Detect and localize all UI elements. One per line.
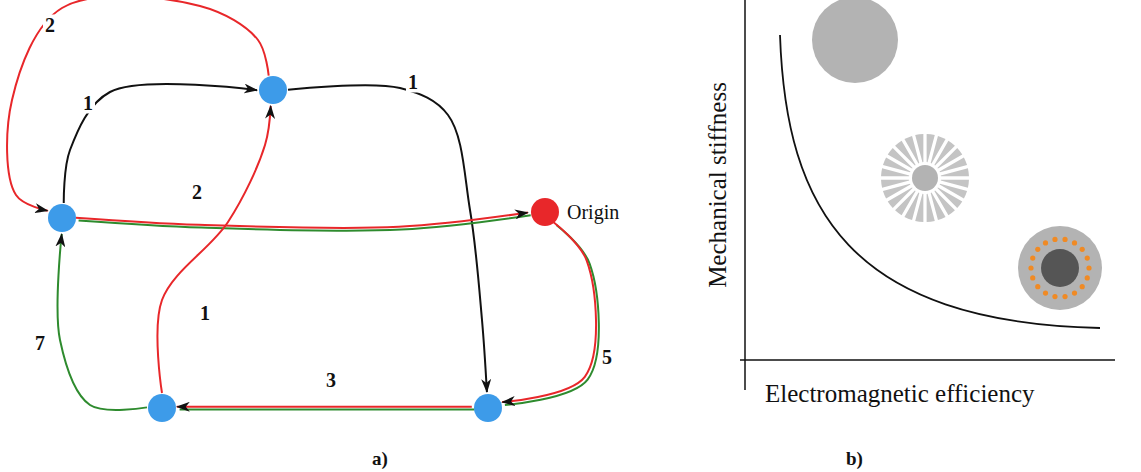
solid-rotor-icon — [812, 0, 898, 83]
rotor-slot — [927, 194, 935, 222]
edge-stroke — [180, 409, 475, 411]
graph-edge — [7, 0, 269, 211]
magnet-dot — [1030, 255, 1035, 260]
magnet-dot — [1035, 284, 1040, 289]
edge-weight: 2 — [43, 15, 57, 36]
magnet-dot — [1080, 284, 1085, 289]
magnet-dot — [1085, 255, 1090, 260]
edge-stroke — [177, 406, 472, 408]
edge-weight: 5 — [600, 347, 614, 368]
magnet-dot — [1052, 294, 1057, 299]
graph-edge — [64, 84, 257, 203]
panel-label: a) — [372, 448, 388, 470]
graph-edge — [502, 222, 599, 405]
graph-vertex — [148, 394, 176, 422]
graph-edge — [157, 106, 270, 393]
edge-weight: 1 — [81, 93, 95, 114]
edge-stroke — [502, 222, 596, 402]
graph-vertex — [474, 394, 502, 422]
edge-weight: 7 — [33, 333, 47, 354]
axis-title: Electromagnetic efficiency — [765, 380, 1035, 408]
edge-stroke — [7, 0, 269, 211]
rotor-slot — [915, 134, 923, 162]
graph-edge — [58, 234, 147, 410]
slotted-rotor-icon — [881, 134, 969, 222]
magnet-dot — [1072, 291, 1077, 296]
rotor-hub — [912, 165, 938, 191]
panel-label: b) — [846, 448, 863, 470]
graph-edge — [76, 213, 531, 231]
magnet-dots — [1028, 237, 1091, 299]
magnet-dot — [1085, 275, 1090, 280]
magnet-dot — [1080, 247, 1085, 252]
edge-stroke — [157, 106, 270, 393]
magnet-dot — [1030, 275, 1035, 280]
axis-title: Mechanical stiffness — [704, 82, 732, 288]
magnet-dot — [1052, 237, 1057, 242]
edge-stroke — [288, 85, 487, 392]
edge-stroke — [76, 213, 528, 228]
pareto-curve — [780, 35, 1100, 328]
graph-vertex — [48, 204, 76, 232]
graph-edge — [177, 407, 475, 410]
magnet-dot — [1062, 294, 1067, 299]
magnet-dot — [1043, 291, 1048, 296]
y-axis — [744, 0, 746, 390]
edge-stroke — [58, 234, 147, 410]
magnet-dot — [1035, 247, 1040, 252]
magnet-dot — [1028, 265, 1033, 270]
vertex-label: Origin — [567, 201, 619, 224]
magnet-rotor-icon — [1018, 226, 1102, 310]
magnet-dot — [1086, 265, 1091, 270]
rotor-slot — [881, 180, 909, 188]
magnet-dot — [1072, 240, 1077, 245]
magnet-dot — [1043, 240, 1048, 245]
rotor-core — [1041, 249, 1079, 287]
x-axis — [740, 359, 1115, 361]
graph-vertex — [259, 76, 287, 104]
rotor-outer — [1018, 226, 1102, 310]
edge-stroke — [64, 84, 257, 203]
edge-weight: 1 — [198, 303, 212, 324]
rotor-slot — [941, 168, 969, 176]
edge-weight: 1 — [406, 72, 420, 93]
magnet-dot — [1062, 237, 1067, 242]
graph-edge — [288, 85, 487, 392]
origin-vertex: Origin — [531, 198, 559, 226]
edge-weight: 2 — [190, 182, 204, 203]
edge-weight: 3 — [324, 370, 338, 391]
